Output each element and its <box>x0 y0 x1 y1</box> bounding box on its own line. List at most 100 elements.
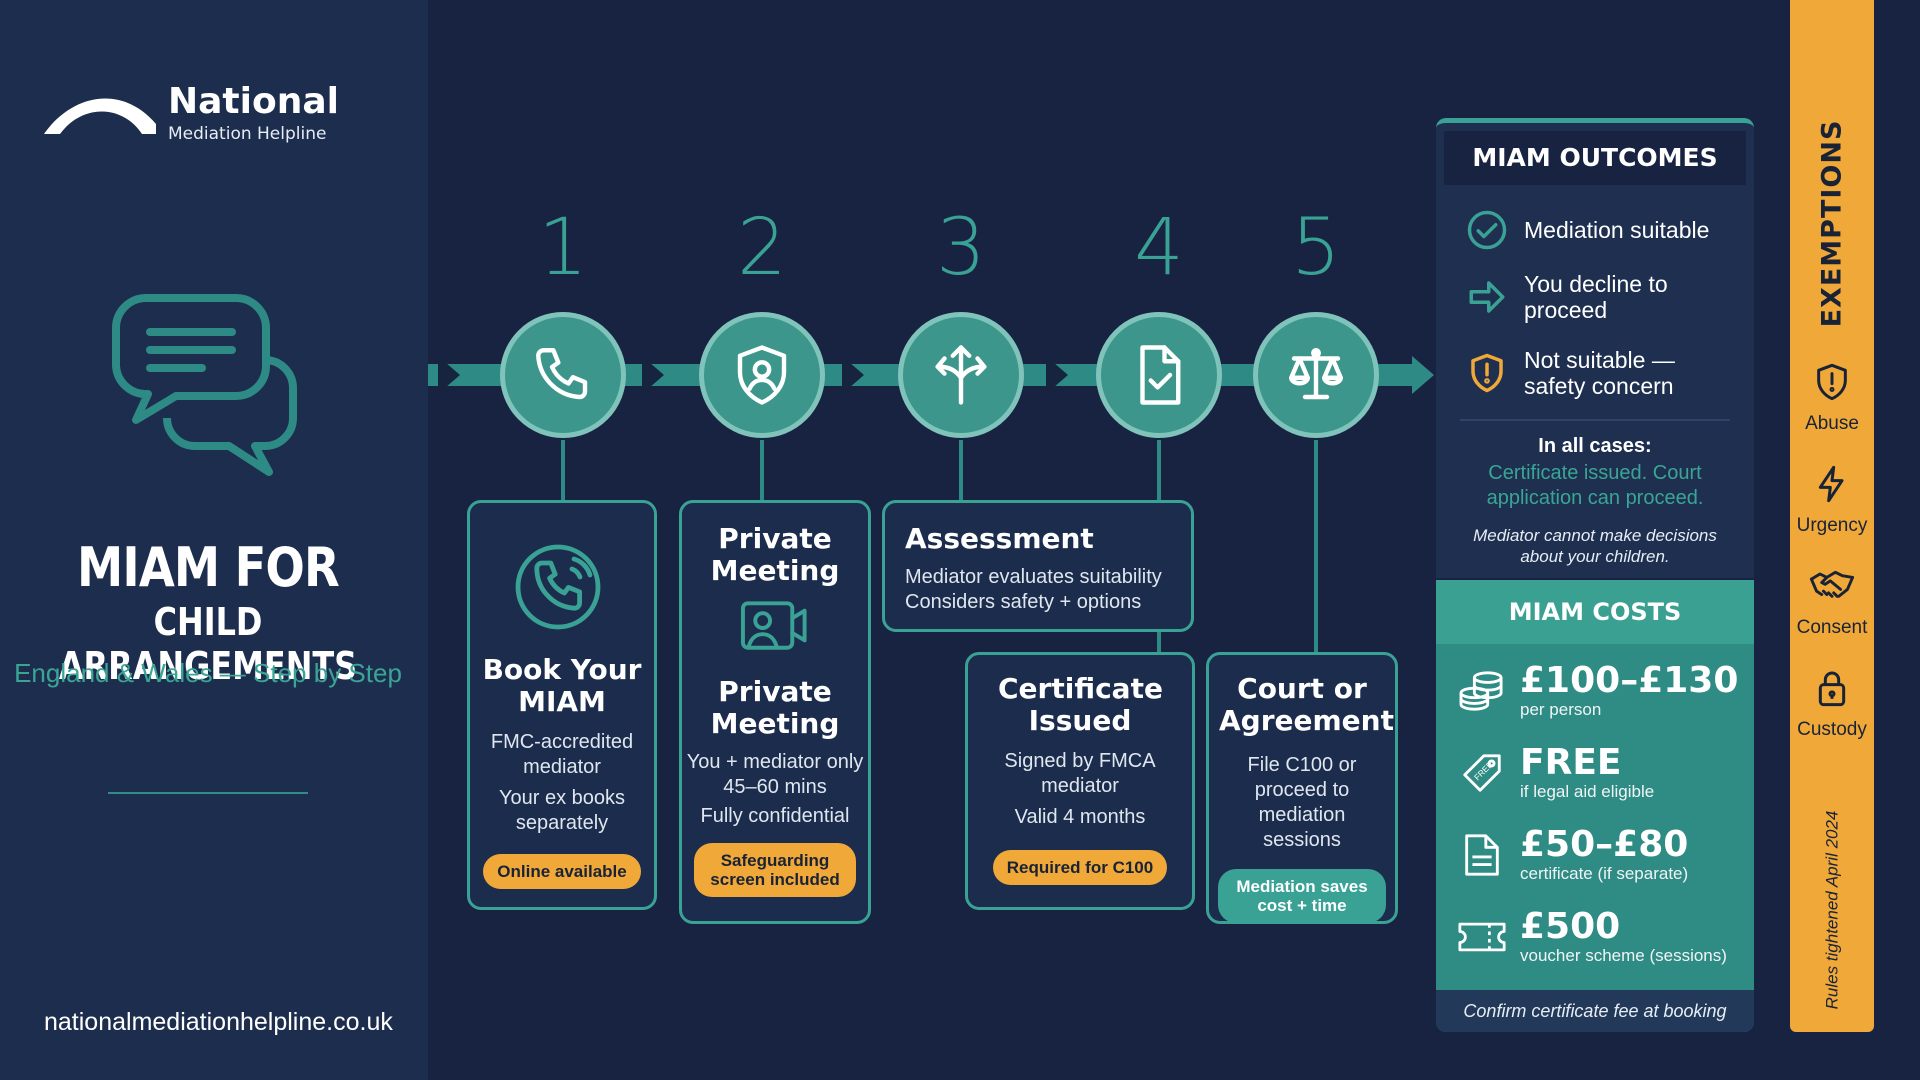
chat-bubbles-icon <box>112 294 297 476</box>
card-title: Certificate Issued <box>998 672 1163 737</box>
step-circle-2[interactable] <box>699 312 825 438</box>
step-card-book[interactable]: Book Your MIAM FMC-accredited mediator Y… <box>467 500 657 910</box>
cost-item: £500 voucher scheme (sessions) <box>1456 908 1727 966</box>
required-c100-badge: Required for C100 <box>992 850 1168 885</box>
timeline-chevron <box>642 356 664 394</box>
all-cases-label: In all cases: <box>1538 435 1652 457</box>
cost-value: £500 <box>1520 906 1621 947</box>
connector <box>561 440 565 500</box>
timeline-chevron <box>842 356 864 394</box>
card-text: Your ex books separately <box>498 787 625 834</box>
step-circle-4[interactable] <box>1096 312 1222 438</box>
timeline-arrowhead <box>1412 356 1434 394</box>
phone-ring-icon <box>515 544 601 630</box>
step-card-private[interactable]: Private Meeting Private Meeting You + me… <box>679 500 871 924</box>
outcome-item: You decline to proceed <box>1466 271 1674 323</box>
step-number-2: 2 <box>737 203 787 293</box>
exemptions-strip: EXEMPTIONS Abuse Urgency Consent Custody… <box>1790 0 1874 1032</box>
free-tag-icon: FREE <box>1463 754 1501 792</box>
outcomes-panel: MIAM OUTCOMES Mediation suitable You dec… <box>1436 118 1754 578</box>
person-video-icon <box>740 601 807 650</box>
card-text: Signed by FMCA mediator <box>1004 750 1156 797</box>
step-number-5: 5 <box>1291 203 1341 293</box>
card-text: FMC-accredited mediator <box>490 731 634 778</box>
step-number-4: 4 <box>1134 203 1184 293</box>
exemption-label: Custody <box>1797 719 1867 740</box>
arrow-right-icon <box>1469 281 1505 313</box>
cost-value: FREE <box>1520 742 1622 783</box>
step-circle-1[interactable] <box>500 312 626 438</box>
outcome-text: You decline to proceed <box>1524 271 1668 323</box>
check-circle-icon <box>1467 210 1507 250</box>
brand-name: National <box>168 81 339 122</box>
connector <box>1157 632 1161 654</box>
exemption-custody[interactable]: Custody <box>1790 666 1874 741</box>
brand-logo[interactable]: National Mediation Helpline <box>42 84 339 144</box>
arc-logo-icon <box>44 98 156 134</box>
safeguarding-badge: Safeguarding screen included <box>694 843 856 897</box>
rules-note: Rules tightened April 2024 <box>1822 810 1841 1010</box>
brand-subtitle: Mediation Helpline <box>168 124 327 144</box>
costs-footer: Confirm certificate fee at booking <box>1436 990 1754 1032</box>
timeline-chevron <box>438 356 460 394</box>
step-number-1: 1 <box>538 203 588 293</box>
document-icon <box>1465 834 1499 876</box>
cost-item: FREE FREE if legal aid eligible <box>1456 744 1654 802</box>
card-title: Assessment <box>905 522 1094 555</box>
divider <box>1460 419 1730 421</box>
step-card-court[interactable]: Court or Agreement File C100 or proceed … <box>1206 652 1398 924</box>
card-text: Considers safety + options <box>905 591 1142 613</box>
ticket-icon <box>1458 922 1506 952</box>
shield-alert-icon <box>1471 353 1503 393</box>
exemption-label: Abuse <box>1805 413 1859 434</box>
cost-label: voucher scheme (sessions) <box>1520 946 1727 965</box>
card-text: Valid 4 months <box>1014 806 1146 828</box>
exemption-urgency[interactable]: Urgency <box>1790 462 1874 537</box>
document-check-icon <box>1140 345 1181 405</box>
card-text: Mediator evaluates suitability <box>905 566 1162 588</box>
cost-label: if legal aid eligible <box>1520 782 1655 801</box>
exemption-label: Urgency <box>1796 515 1868 536</box>
lightning-icon <box>1818 465 1844 503</box>
costs-title: MIAM COSTS <box>1436 580 1754 644</box>
card-title: Court or Agreement <box>1219 672 1394 737</box>
cost-value: £50–£80 <box>1520 824 1689 865</box>
website-link[interactable]: nationalmediationhelpline.co.uk <box>44 1008 393 1036</box>
step-circle-5[interactable] <box>1253 312 1379 438</box>
step-card-assessment[interactable]: Assessment Mediator evaluates suitabilit… <box>882 500 1194 632</box>
page-title: MIAM FOR <box>77 536 340 599</box>
mediation-saves-badge: Mediation saves cost + time <box>1218 869 1386 923</box>
lock-icon <box>1818 671 1846 707</box>
exemption-consent[interactable]: Consent <box>1790 564 1874 639</box>
card-title: Private Meeting <box>710 675 840 740</box>
cost-label: certificate (if separate) <box>1520 864 1689 883</box>
outcomes-title: MIAM OUTCOMES <box>1444 131 1746 185</box>
handshake-icon <box>1809 570 1855 598</box>
shield-alert-icon <box>1817 363 1847 401</box>
outcome-text: Not suitable — safety concern <box>1524 347 1675 399</box>
card-text: Fully confidential <box>700 805 850 827</box>
connector <box>1157 440 1161 500</box>
connector <box>760 440 764 500</box>
exemption-abuse[interactable]: Abuse <box>1790 360 1874 435</box>
cost-value: £100–£130 <box>1520 660 1739 701</box>
coins-icon <box>1459 671 1503 711</box>
connector <box>959 440 963 500</box>
step-number-3: 3 <box>936 203 986 293</box>
card-title: Book Your MIAM <box>482 653 642 718</box>
scales-icon <box>1289 348 1343 400</box>
card-text: File C100 or proceed to mediation sessio… <box>1247 754 1357 851</box>
shield-person-icon <box>737 345 787 405</box>
step-circle-3[interactable] <box>898 312 1024 438</box>
outcome-item: Mediation suitable <box>1466 209 1709 251</box>
phone-icon <box>536 348 588 400</box>
cost-item: £50–£80 certificate (if separate) <box>1456 826 1688 884</box>
step-card-certificate[interactable]: Certificate Issued Signed by FMCA mediat… <box>965 652 1195 910</box>
mediator-note: Mediator cannot make decisions about you… <box>1473 526 1717 566</box>
outcome-item: Not suitable — safety concern <box>1466 347 1694 399</box>
card-text: You + mediator only <box>686 751 864 773</box>
costs-panel: MIAM COSTS £100–£130 per person FREE FRE… <box>1436 580 1754 1032</box>
exemption-label: Consent <box>1796 617 1868 638</box>
left-panel: National Mediation Helpline MIAM FOR CHI… <box>0 0 428 1080</box>
divider <box>108 792 308 794</box>
